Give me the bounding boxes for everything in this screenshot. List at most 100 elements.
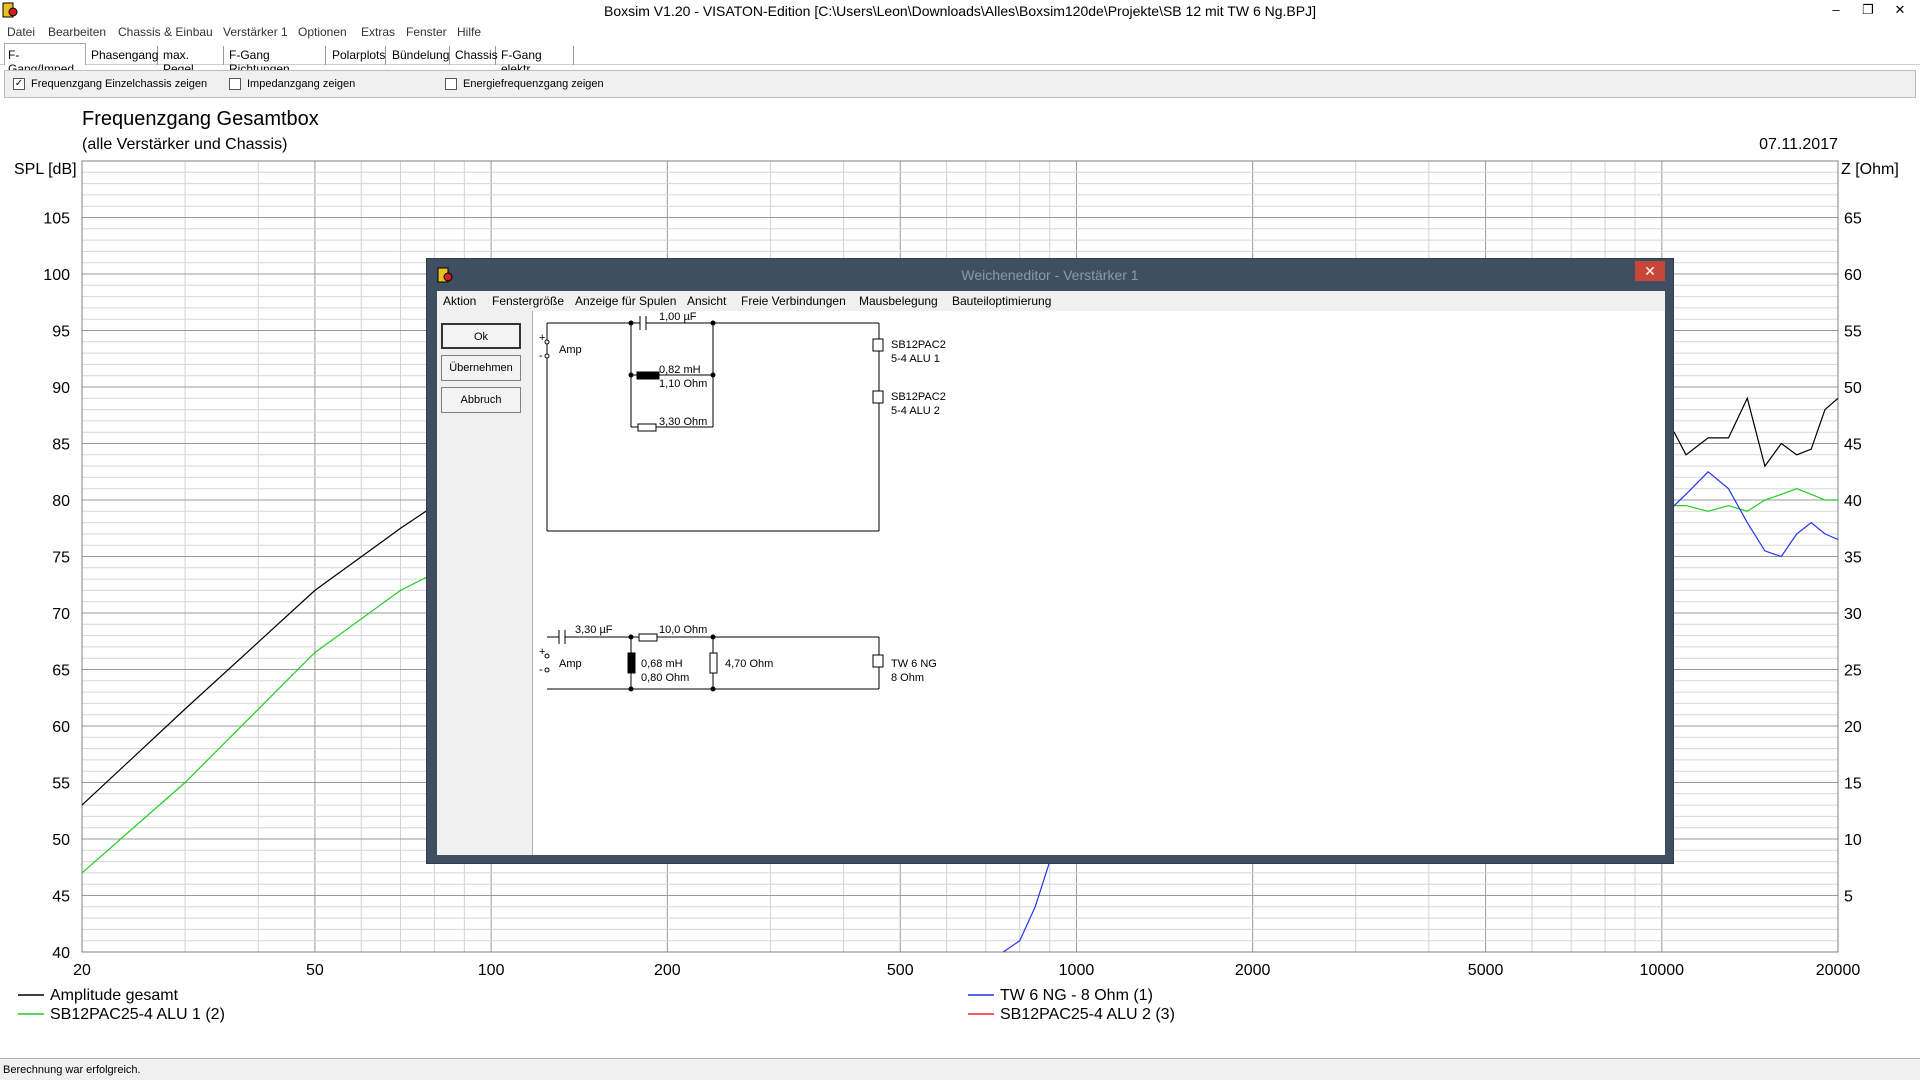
resistor-shunt-icon[interactable] (709, 652, 718, 674)
dialog-menu-mausbelegung[interactable]: Mausbelegung (859, 294, 938, 308)
y-tick-label: 105 (43, 211, 70, 228)
x-tick-label: 10000 (1640, 962, 1685, 979)
x-tick-label: 200 (654, 962, 681, 979)
einzelchassis-label: Frequenzgang Einzelchassis zeigen (31, 78, 208, 90)
terminal-minus-1[interactable] (544, 353, 550, 359)
y-tick-label: 90 (52, 380, 70, 397)
y2-tick-label: 45 (1844, 437, 1862, 454)
menu-fenster[interactable]: Fenster (406, 25, 447, 39)
boxsim-app-icon[interactable] (2, 2, 18, 18)
y2-tick-label: 60 (1844, 267, 1862, 284)
y-tick-label: 100 (43, 267, 70, 284)
resistor-1-label: 3,30 Ohm (659, 416, 707, 428)
speaker-1-icon[interactable] (872, 338, 884, 352)
y-tick-label: 75 (52, 550, 70, 567)
circuit-canvas[interactable]: + - Amp 1,00 µF 0,82 mH 1,10 Ohm 3,30 Oh… (533, 311, 1665, 855)
cap-1-label: 1,00 µF (659, 311, 697, 323)
speaker-2-name: SB12PAC2 (891, 391, 946, 403)
menu-bar: Datei Bearbeiten Chassis & Einbau Verstä… (0, 23, 1920, 41)
legend-label-3: TW 6 NG - 8 Ohm (1) (1000, 987, 1153, 1004)
tab-fgang-elektr[interactable]: F-Gang elektr. (498, 46, 574, 76)
uebernehmen-button[interactable]: Übernehmen (441, 355, 521, 381)
speaker-2-icon[interactable] (872, 390, 884, 404)
speaker-1-name: SB12PAC2 (891, 339, 946, 351)
tab-bar: F-Gang/Imped. Phasengang max. Pegel F-Ga… (0, 43, 1920, 76)
einzelchassis-checkbox[interactable]: ✓ (13, 78, 25, 90)
menu-chassis-einbau[interactable]: Chassis & Einbau (118, 25, 213, 39)
abbruch-button[interactable]: Abbruch (441, 387, 521, 413)
terminal-plus-2[interactable] (544, 653, 550, 659)
y2-tick-label: 10 (1844, 832, 1862, 849)
window-title: Boxsim V1.20 - VISATON-Edition [C:\Users… (604, 3, 1316, 19)
chart-subtitle: (alle Verstärker und Chassis) (82, 136, 287, 153)
check-mark-icon: ✓ (14, 78, 24, 89)
series-line-2 (81, 488, 1838, 874)
dialog-menu-freie-verbindungen[interactable]: Freie Verbindungen (741, 294, 846, 308)
tab-polarplots[interactable]: Polarplots (329, 46, 386, 65)
resistor-series-icon[interactable] (638, 633, 658, 642)
x-tick-label: 20000 (1816, 962, 1861, 979)
y2-axis-label: Z [Ohm] (1841, 161, 1899, 178)
junction-dot (710, 634, 716, 640)
dialog-app-icon[interactable] (437, 267, 453, 283)
tab-fgang-richtungen[interactable]: F-Gang Richtungen (226, 46, 326, 76)
dialog-menu-anzeige-spulen[interactable]: Anzeige für Spulen (575, 294, 677, 308)
close-button[interactable]: ✕ (1894, 2, 1906, 17)
dialog-menu-aktion[interactable]: Aktion (443, 294, 477, 308)
speaker-3-icon[interactable] (872, 654, 884, 668)
junction-dot (628, 686, 634, 692)
resistor-series-label: 10,0 Ohm (659, 624, 707, 636)
ok-button[interactable]: Ok (441, 323, 521, 349)
tab-fgang-imped[interactable]: F-Gang/Imped. (4, 43, 86, 76)
menu-verstaerker-1[interactable]: Verstärker 1 (223, 25, 288, 39)
impedanzgang-checkbox[interactable] (229, 78, 241, 90)
y-tick-label: 65 (52, 663, 70, 680)
coil-2-icon[interactable] (627, 652, 636, 674)
y-tick-label: 40 (52, 945, 70, 962)
dialog-close-button[interactable]: ✕ (1635, 261, 1665, 281)
tab-buendelung[interactable]: Bündelung (389, 46, 450, 65)
legend-label-2: SB12PAC25-4 ALU 1 (2) (50, 1006, 225, 1023)
circuit-svg: + - Amp 1,00 µF 0,82 mH 1,10 Ohm 3,30 Oh… (539, 311, 946, 692)
terminal-plus-1[interactable] (544, 339, 550, 345)
speaker-3-name: TW 6 NG (891, 658, 937, 670)
title-bar: Boxsim V1.20 - VISATON-Edition [C:\Users… (0, 0, 1920, 22)
coil-1-resistance-label: 1,10 Ohm (659, 378, 707, 390)
menu-datei[interactable]: Datei (7, 25, 36, 39)
menu-optionen[interactable]: Optionen (298, 25, 347, 39)
y2-tick-label: 5 (1844, 889, 1853, 906)
restore-button[interactable]: ❐ (1862, 2, 1874, 17)
resistor-1-icon[interactable] (637, 423, 657, 432)
energiefrequenzgang-checkbox[interactable] (445, 78, 457, 90)
x-tick-label: 50 (306, 962, 324, 979)
menu-hilfe[interactable]: Hilfe (457, 25, 482, 39)
speaker-2-sub: 5-4 ALU 2 (891, 405, 940, 417)
menu-bearbeiten[interactable]: Bearbeiten (48, 25, 107, 39)
x-tick-label: 5000 (1468, 962, 1504, 979)
coil-1-icon[interactable] (636, 371, 660, 380)
status-bar: Berechnung war erfolgreich. (0, 1058, 1920, 1080)
capacitor-2-icon[interactable] (558, 630, 566, 644)
tab-max-pegel[interactable]: max. Pegel (160, 46, 224, 76)
speaker-1-sub: 5-4 ALU 1 (891, 353, 940, 365)
chart-date: 07.11.2017 (1759, 136, 1838, 153)
junction-dot (710, 372, 716, 378)
options-bar: ✓ Frequenzgang Einzelchassis zeigen Impe… (4, 70, 1916, 98)
circuit-1-wiring (546, 322, 880, 532)
capacitor-1-icon[interactable] (639, 316, 647, 330)
minus-label-1: - (539, 350, 543, 362)
tab-chassis[interactable]: Chassis (452, 46, 498, 65)
menu-extras[interactable]: Extras (361, 25, 396, 39)
y2-tick-label: 65 (1844, 211, 1862, 228)
dialog-menu-ansicht[interactable]: Ansicht (687, 294, 727, 308)
minimize-button[interactable]: – (1832, 2, 1840, 17)
y2-tick-label: 15 (1844, 776, 1862, 793)
dialog-menu-fenstergroesse[interactable]: Fenstergröße (492, 294, 565, 308)
speaker-3-sub: 8 Ohm (891, 672, 924, 684)
dialog-menu-bauteiloptimierung[interactable]: Bauteiloptimierung (952, 294, 1052, 308)
resistor-shunt-label: 4,70 Ohm (725, 658, 773, 670)
terminal-minus-2[interactable] (544, 667, 550, 673)
y2-tick-label: 50 (1844, 380, 1862, 397)
y-tick-label: 95 (52, 324, 70, 341)
tab-phasengang[interactable]: Phasengang (88, 46, 158, 65)
